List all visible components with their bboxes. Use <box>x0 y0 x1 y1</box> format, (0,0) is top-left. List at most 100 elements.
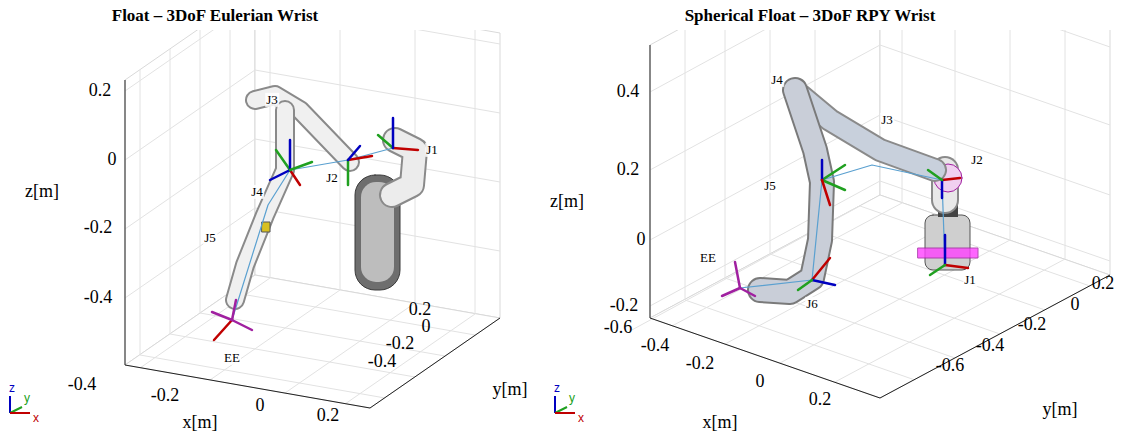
tick-label: 0.2 <box>1092 274 1115 294</box>
tick-label: 0 <box>422 317 431 337</box>
tick-label: -0.2 <box>686 354 715 374</box>
joint-label: J5 <box>763 179 777 193</box>
right-robot-part-part <box>812 280 835 285</box>
right-axes-box-part-part <box>880 45 1110 125</box>
right-axes-box-part-part <box>880 30 1110 47</box>
right-axes-box-part-part <box>880 275 1110 398</box>
right-axes-box-part-part <box>650 318 880 398</box>
left-robot-part-part <box>290 162 312 170</box>
triad-letter: x <box>33 412 39 425</box>
left-robot-part <box>235 110 285 300</box>
joint-label: J1 <box>963 273 977 287</box>
tick-label: 0 <box>108 150 117 170</box>
left-axes-box <box>125 30 500 408</box>
tick-label: 0.4 <box>617 82 640 102</box>
left-robot <box>212 95 418 340</box>
tick-label: 0 <box>1071 295 1080 315</box>
right-axes-box-part-part <box>902 30 903 203</box>
left-axes-box-part <box>255 30 500 318</box>
axis-label: z[m] <box>25 182 59 202</box>
left-robot-part-part <box>378 135 393 148</box>
right-orientation-triad-part <box>554 396 556 413</box>
left-robot-part-part <box>212 312 232 320</box>
tick-label: -0.2 <box>151 386 180 406</box>
right-robot-part-part <box>822 180 830 205</box>
right-axes-box-part-part <box>725 30 726 278</box>
joint-label: J2 <box>325 171 339 185</box>
right-robot-part-part <box>735 262 740 288</box>
left-robot-part-part <box>214 320 232 340</box>
axis-label: x[m] <box>703 413 738 433</box>
right-robot <box>722 90 978 296</box>
right-axes-box-part <box>630 30 1110 382</box>
tick-label: -0.2 <box>84 218 113 238</box>
left-robot-part-part <box>270 170 290 180</box>
right-robot-part <box>722 160 968 296</box>
right-orientation-triad-part <box>555 412 575 414</box>
right-axes-box-part-part <box>770 30 771 254</box>
left-robot-part-part <box>289 140 292 170</box>
left-robot-part <box>262 222 270 232</box>
left-axes-box-part-part <box>255 30 500 44</box>
left-robot-part-part <box>348 146 360 160</box>
tick-label: -0.4 <box>68 375 97 395</box>
tick-label: -0.2 <box>1018 315 1047 335</box>
right-axes-box <box>630 30 1110 398</box>
joint-label: J2 <box>970 153 984 167</box>
left-robot-part-part <box>393 148 418 150</box>
left-robot-part-part <box>392 118 395 148</box>
axis-label: y[m] <box>1043 400 1078 420</box>
right-axes-box-part-part <box>650 45 651 318</box>
right-robot-part-part <box>944 235 947 265</box>
left-axes-box-part <box>125 275 500 408</box>
left-axes-box-part-part <box>345 314 475 404</box>
left-axes-box-part-part <box>200 30 201 313</box>
left-axes-box-part-part <box>140 278 270 368</box>
joint-label: EE <box>223 351 241 365</box>
tick-label: 0.2 <box>809 390 832 410</box>
tick-label: -0.2 <box>386 334 415 354</box>
left-robot-part-part <box>276 150 290 170</box>
left-axes-box-part-part <box>230 292 475 335</box>
left-axes-box-part-part <box>170 334 415 377</box>
left-axes-box-part-part <box>200 313 445 356</box>
left-robot-part-part <box>232 300 236 320</box>
right-axes-box-part <box>650 45 1110 398</box>
triad-letter: y <box>569 392 575 405</box>
left-axes-box-part-part <box>230 30 231 292</box>
tick-label: 0 <box>756 372 765 392</box>
left-axes-box-part-part <box>285 303 415 393</box>
triad-letter: x <box>578 412 584 425</box>
tick-label: 0.2 <box>317 406 340 426</box>
right-axes-box-part-part <box>1010 30 1011 240</box>
right-robot-part <box>918 248 978 258</box>
joint-label: J3 <box>880 113 894 127</box>
left-robot-part-part <box>347 160 350 185</box>
tick-label: -0.6 <box>604 318 633 338</box>
right-robot-part-part <box>822 165 845 180</box>
right-robot-part <box>760 90 822 292</box>
joint-label: EE <box>699 251 717 265</box>
left-axes-box-part-part <box>475 30 476 314</box>
left-axes-box-part-part <box>125 70 255 160</box>
left-axes-box-part-part <box>140 70 141 355</box>
right-robot-part-part <box>942 178 960 180</box>
tick-label: -0.4 <box>641 336 670 356</box>
right-axes-box-part-part <box>880 181 1110 261</box>
right-axes-box-part <box>650 195 1110 398</box>
left-axes-box-part-part <box>125 365 370 408</box>
left-axes-box-part-part <box>125 80 126 365</box>
tick-label: 0.2 <box>89 81 112 101</box>
right-axes-box-part-part <box>685 30 686 300</box>
joint-label: J5 <box>203 231 217 245</box>
left-orientation-triad-part <box>9 396 11 413</box>
joint-label: J4 <box>250 185 264 199</box>
right-robot-part-part <box>740 288 755 296</box>
right-robot-part-part <box>821 160 824 180</box>
joint-label: J3 <box>265 93 279 107</box>
joint-label: J6 <box>805 297 819 311</box>
right-robot-part-part <box>812 258 830 280</box>
plot-title: Float – 3DoF Eulerian Wrist <box>112 7 319 26</box>
